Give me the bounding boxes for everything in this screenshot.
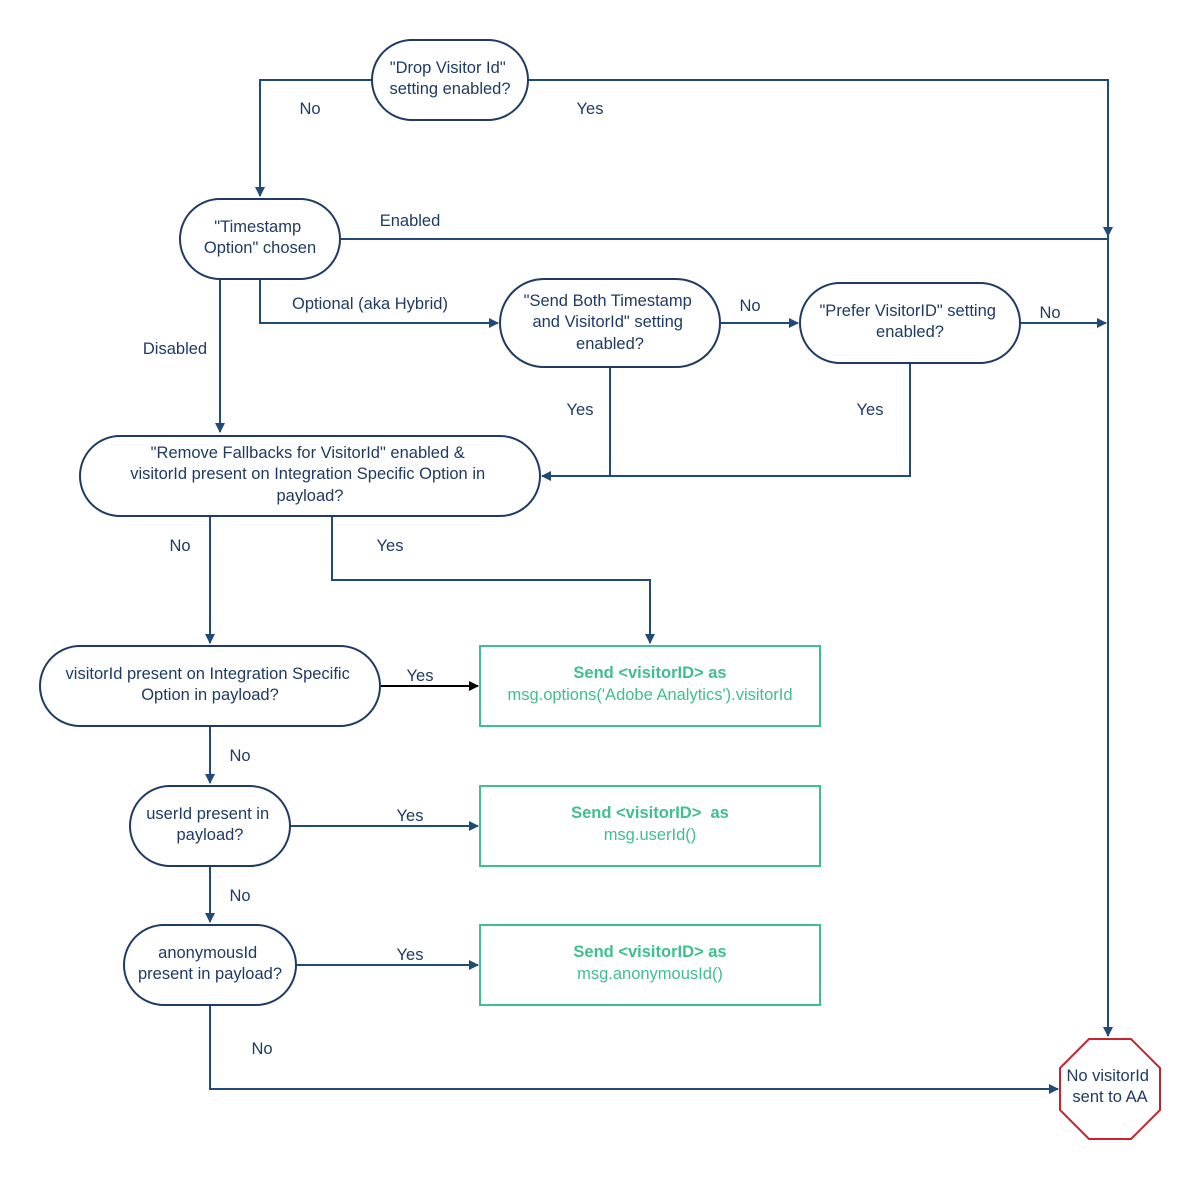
- uid-line-2: payload?: [177, 826, 244, 844]
- output-send-anonymous: Send <visitorID> as msg.anonymousId(): [479, 924, 821, 1006]
- remove-line-3: payload?: [277, 487, 344, 505]
- decision-timestamp-option: "Timestamp Option" chosen: [179, 198, 341, 280]
- output-options-value: msg.options('Adobe Analytics').visitorId: [507, 686, 792, 704]
- decision-send-both: "Send Both Timestamp and VisitorId" sett…: [499, 278, 721, 368]
- edge-prefer-yes: [541, 362, 911, 481]
- send-both-line-3: enabled?: [576, 335, 644, 353]
- terminal-line-1: No visitorId: [1066, 1067, 1149, 1085]
- edge-anon-no: [209, 1006, 1059, 1094]
- label-ts-optional: Optional (aka Hybrid): [292, 295, 448, 313]
- label-prefer-yes: Yes: [857, 401, 884, 419]
- decision-userid-present: userId present in payload?: [129, 785, 291, 867]
- timestamp-line-2: Option" chosen: [204, 239, 316, 257]
- label-drop-yes: Yes: [577, 100, 604, 118]
- timestamp-line-1: "Timestamp: [214, 218, 301, 236]
- svg-text:userId present in payloa: userId present in payload?: [146, 805, 274, 844]
- send-both-line-1: "Send Both Timestamp: [524, 292, 692, 310]
- decision-visitorid-present: visitorId present on Integration Specifi…: [39, 645, 381, 727]
- label-remove-yes: Yes: [377, 537, 404, 555]
- remove-line-1: "Remove Fallbacks for VisitorId" enabled…: [151, 444, 465, 462]
- prefer-line-2: enabled?: [876, 323, 944, 341]
- svg-text:"Timestamp Option" chose: "Timestamp Option" chosen: [204, 218, 316, 257]
- decision-drop-visitor-id: "Drop Visitor Id" setting enabled?: [371, 39, 529, 121]
- svg-text:"Drop Visitor Id" settin: "Drop Visitor Id" setting enabled?: [389, 59, 510, 98]
- uid-line-1: userId present in: [146, 805, 269, 823]
- label-uid-yes: Yes: [397, 807, 424, 825]
- drop-visitor-line-2: setting enabled?: [389, 80, 510, 98]
- svg-text:No visitorId sent to AA: No visitorId sent to AA: [1066, 1067, 1153, 1106]
- decision-anonymousid-present: anonymousId present in payload?: [123, 924, 297, 1006]
- label-sendboth-no: No: [739, 297, 760, 315]
- label-ts-disabled: Disabled: [143, 340, 207, 358]
- edges: [205, 79, 1113, 1094]
- decision-prefer-visitor: "Prefer VisitorID" setting enabled?: [799, 282, 1021, 364]
- svg-text:visitorId present on Integrati: visitorId present on Integration Specifi…: [66, 665, 355, 704]
- label-vid-no: No: [229, 747, 250, 765]
- remove-line-2: visitorId present on Integration Specifi…: [130, 465, 485, 483]
- terminal-no-visitor-id: No visitorId sent to AA: [1059, 1038, 1161, 1140]
- label-anon-no: No: [251, 1040, 272, 1058]
- edge-remove-yes: [331, 516, 655, 644]
- svg-text:"Prefer VisitorID" setting: "Prefer VisitorID" setting enabled?: [819, 302, 1000, 341]
- output-options-title: Send <visitorID> as: [573, 664, 726, 682]
- prefer-line-1: "Prefer VisitorID" setting: [819, 302, 995, 320]
- label-sendboth-yes: Yes: [567, 401, 594, 419]
- label-ts-enabled: Enabled: [380, 212, 441, 230]
- terminal-line-2: sent to AA: [1072, 1088, 1147, 1106]
- edge-drop-no: [255, 79, 372, 197]
- send-both-line-2: and VisitorId" setting: [532, 313, 682, 331]
- output-userid-title: Send <visitorID> as: [571, 804, 729, 822]
- label-uid-no: No: [229, 887, 250, 905]
- svg-text:"Send Both Timestamp and: "Send Both Timestamp and VisitorId" sett…: [524, 292, 697, 353]
- label-anon-yes: Yes: [397, 946, 424, 964]
- label-prefer-no: No: [1039, 304, 1060, 322]
- decision-remove-fallbacks: "Remove Fallbacks for VisitorId" enabled…: [79, 435, 541, 517]
- output-userid-value: msg.userId(): [604, 826, 697, 844]
- anon-line-1: anonymousId: [158, 944, 257, 962]
- edge-ts-optional: [259, 280, 499, 328]
- label-remove-no: No: [169, 537, 190, 555]
- svg-text:"Remove Fallbacks for VisitorI: "Remove Fallbacks for VisitorId" enabled…: [130, 444, 490, 505]
- output-send-options: Send <visitorID> as msg.options('Adobe A…: [479, 645, 821, 727]
- label-drop-no: No: [299, 100, 320, 118]
- svg-text:anonymousId present in p: anonymousId present in payload?: [138, 944, 282, 983]
- output-anon-value: msg.anonymousId(): [577, 965, 723, 983]
- edge-drop-yes: [528, 79, 1113, 237]
- vid-line-1: visitorId present on Integration Specifi…: [66, 665, 350, 683]
- output-send-userid: Send <visitorID> as msg.userId(): [479, 785, 821, 867]
- vid-line-2: Option in payload?: [141, 686, 279, 704]
- edge-labels: No Yes Enabled Optional (aka Hybrid) Dis…: [143, 100, 1061, 1058]
- output-anon-title: Send <visitorID> as: [573, 943, 726, 961]
- drop-visitor-line-1: "Drop Visitor Id": [390, 59, 506, 77]
- anon-line-2: present in payload?: [138, 965, 282, 983]
- label-vid-yes: Yes: [407, 667, 434, 685]
